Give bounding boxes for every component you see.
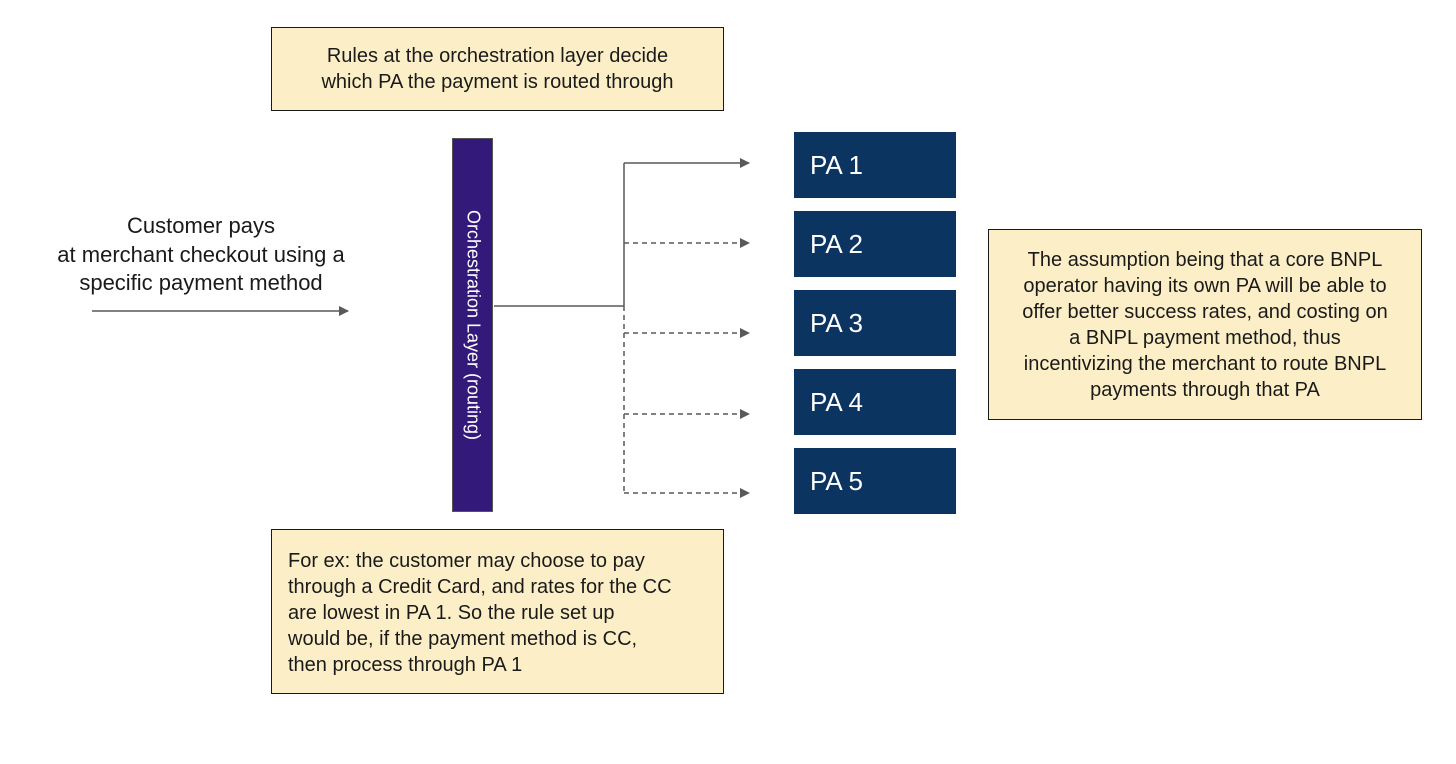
- pa-box-5: PA 5: [794, 448, 956, 514]
- routing-rules-note: Rules at the orchestration layer decide …: [271, 27, 724, 111]
- note-line: are lowest in PA 1. So the rule set up: [288, 602, 615, 624]
- pa-box-4: PA 4: [794, 369, 956, 435]
- note-line: operator having its own PA will be able …: [1023, 274, 1387, 297]
- bnpl-assumption-note: The assumption being that a core BNPL op…: [988, 229, 1422, 420]
- pa-box-2: PA 2: [794, 211, 956, 277]
- example-rule-note: For ex: the customer may choose to pay t…: [271, 529, 724, 694]
- note-line: offer better success rates, and costing …: [1022, 300, 1388, 323]
- note-line: For ex: the customer may choose to pay: [288, 550, 645, 572]
- note-line: which PA the payment is routed through: [321, 71, 674, 93]
- note-line: a BNPL payment method, thus: [1069, 326, 1341, 349]
- note-line: Rules at the orchestration layer decide: [326, 45, 669, 67]
- pa-box-3: PA 3: [794, 290, 956, 356]
- customer-line: Customer pays: [127, 213, 275, 238]
- note-line: through a Credit Card, and rates for the…: [288, 576, 672, 598]
- note-line: then process through PA 1: [288, 654, 523, 676]
- pa-box-1: PA 1: [794, 132, 956, 198]
- note-line: incentivizing the merchant to route BNPL: [1023, 352, 1387, 375]
- note-line: The assumption being that a core BNPL: [1027, 248, 1383, 271]
- orchestration-layer-label: Orchestration Layer (routing): [463, 209, 483, 441]
- customer-line: specific payment method: [79, 270, 323, 295]
- customer-line: at merchant checkout using a: [57, 241, 345, 267]
- note-line: would be, if the payment method is CC,: [288, 628, 638, 650]
- note-line: payments through that PA: [1090, 378, 1320, 401]
- orchestration-layer-bar: Orchestration Layer (routing): [452, 138, 493, 512]
- customer-description: Customer pays at merchant checkout using…: [40, 212, 362, 298]
